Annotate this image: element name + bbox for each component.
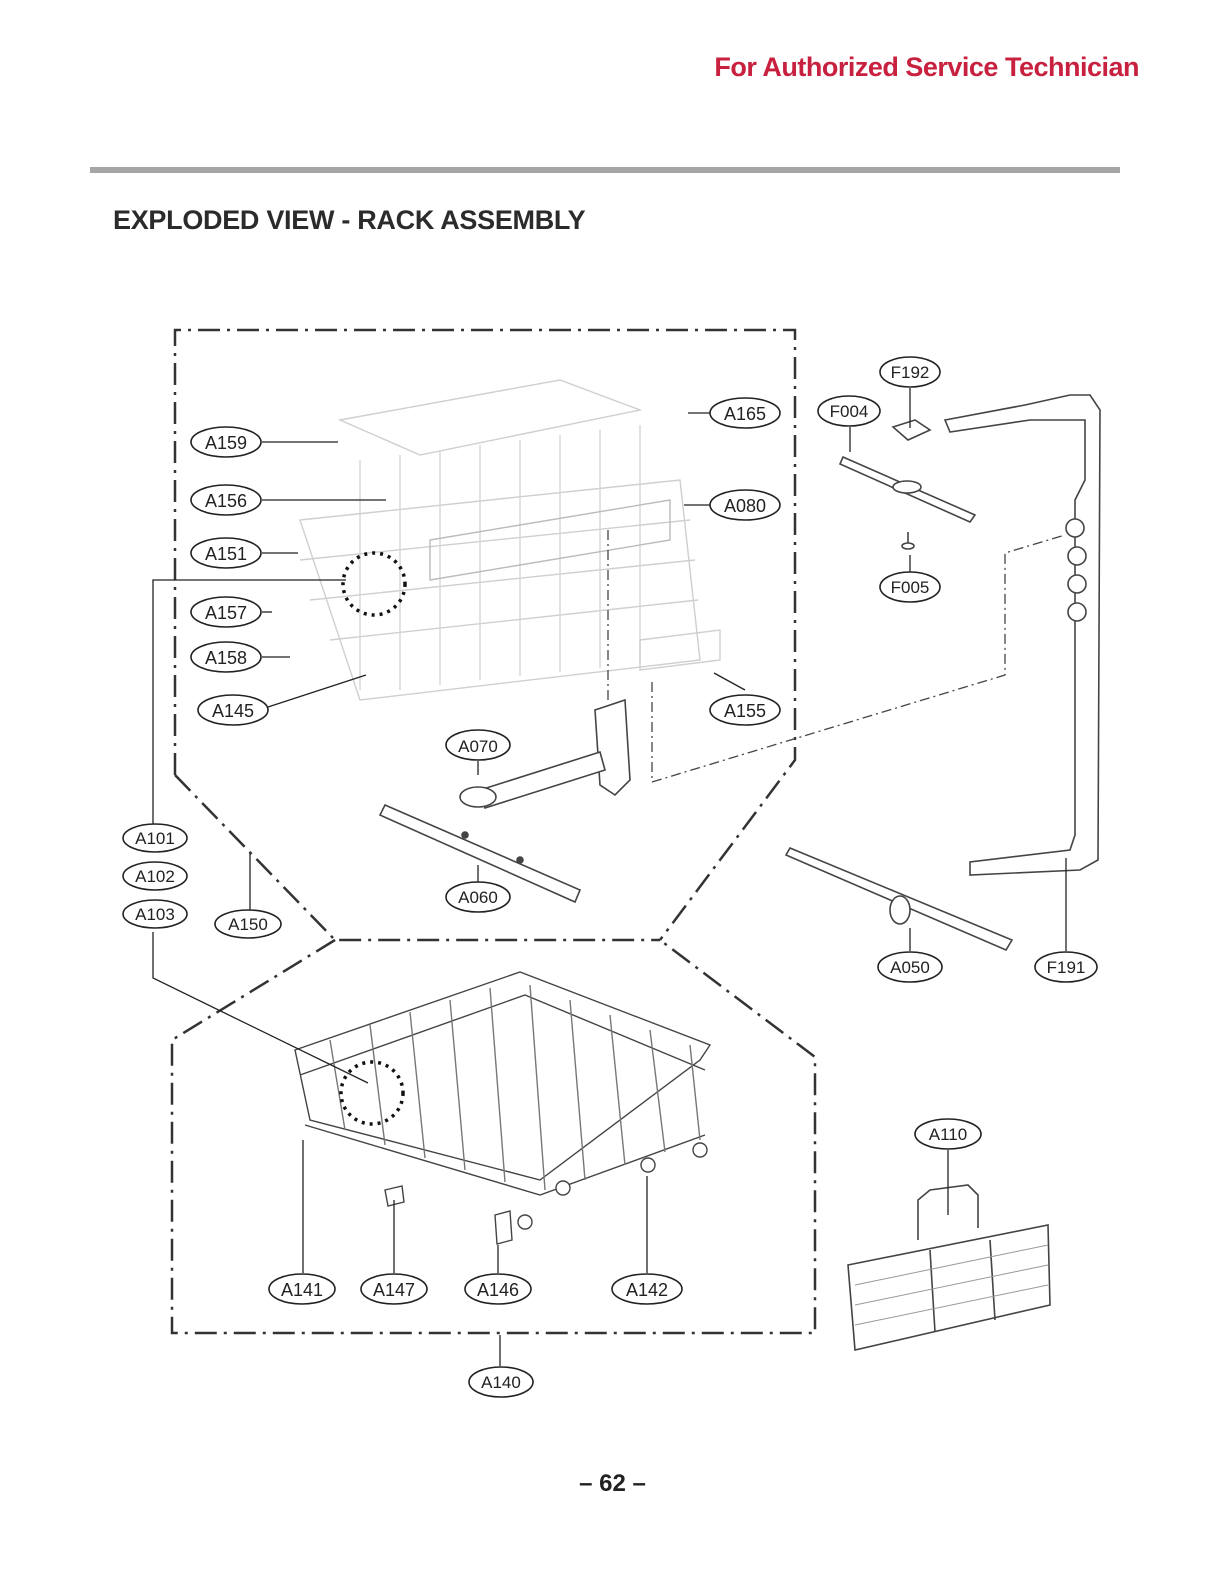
callout-oval [879, 356, 941, 388]
callout-oval [709, 489, 781, 521]
callout-oval [122, 899, 188, 929]
callout-label: F004 [830, 402, 869, 421]
callout-labels: A165 A159 A156 A080 A151 A157 A158 A145 … [135, 363, 1085, 1392]
callout-label: A158 [205, 648, 247, 668]
callout-label: A156 [205, 491, 247, 511]
callout-oval [464, 1273, 532, 1305]
callout-label: A159 [205, 433, 247, 453]
callout-label: A101 [135, 829, 175, 848]
callout-label: A142 [626, 1280, 668, 1300]
detail-circle-upper [341, 551, 407, 617]
callout-oval [709, 397, 781, 429]
callout-label: A150 [228, 915, 268, 934]
callout-oval [190, 596, 262, 628]
callout-label: A145 [212, 701, 254, 721]
header-divider [90, 167, 1120, 173]
callout-oval [914, 1118, 982, 1150]
callout-oval [190, 426, 262, 458]
callout-oval [611, 1273, 683, 1305]
callout-label: A140 [481, 1373, 521, 1392]
upper-rack-drawing [299, 379, 721, 701]
callout-label: A155 [724, 701, 766, 721]
page-number-dash-right: – [625, 1470, 646, 1497]
callout-label: A050 [890, 958, 930, 977]
callout-oval [122, 823, 188, 853]
callout-oval [268, 1273, 336, 1305]
callout-label: A060 [458, 888, 498, 907]
callout-oval [190, 641, 262, 673]
callout-label: F005 [891, 578, 930, 597]
callout-label: A110 [929, 1125, 967, 1144]
upper-rack-boundary [173, 328, 797, 942]
lower-spray-assembly-drawing [378, 698, 631, 904]
callout-oval [817, 395, 881, 427]
lower-rack-drawing [294, 971, 712, 1245]
callout-label: A157 [205, 603, 247, 623]
callout-oval [1034, 951, 1098, 983]
page-number: – 62 – [0, 1470, 1225, 1498]
feed-tube-drawing [943, 394, 1101, 876]
callout-label: A080 [724, 496, 766, 516]
callout-label: A102 [135, 867, 175, 886]
callout-label: A147 [373, 1280, 415, 1300]
callout-label: F191 [1047, 958, 1086, 977]
callout-ovals [122, 356, 1098, 1398]
callout-oval [468, 1366, 534, 1398]
callout-label: A146 [477, 1280, 519, 1300]
callout-oval [360, 1273, 428, 1305]
screw-f005-drawing [901, 532, 915, 550]
callout-label: A103 [135, 905, 175, 924]
upper-spray-arm-drawing [838, 419, 977, 523]
callout-oval [190, 537, 262, 569]
callout-label: F192 [891, 363, 930, 382]
page-title: EXPLODED VIEW - RACK ASSEMBLY [113, 205, 586, 235]
connection-dashed-lines [607, 530, 1066, 783]
middle-spray-arm-drawing [784, 846, 1014, 952]
callout-label: A165 [724, 404, 766, 424]
leader-lines [152, 388, 1067, 1366]
callout-oval [214, 909, 282, 939]
callout-oval [445, 881, 511, 913]
callout-oval [877, 951, 943, 983]
callout-label: A070 [458, 737, 498, 756]
callout-oval [122, 861, 188, 891]
lower-rack-boundary [170, 938, 817, 1335]
silverware-basket-drawing [847, 1184, 1051, 1351]
callout-label: A141 [281, 1280, 323, 1300]
detail-circle-lower [339, 1060, 405, 1126]
page-number-value: 62 [599, 1470, 626, 1497]
callout-oval [709, 694, 781, 726]
audience-note: For Authorized Service Technician [714, 52, 1139, 82]
page-number-dash-left: – [579, 1470, 600, 1497]
callout-oval [879, 571, 941, 603]
callout-label: A151 [205, 544, 247, 564]
callout-oval [190, 484, 262, 516]
callout-oval [445, 729, 511, 761]
callout-oval [197, 694, 269, 726]
